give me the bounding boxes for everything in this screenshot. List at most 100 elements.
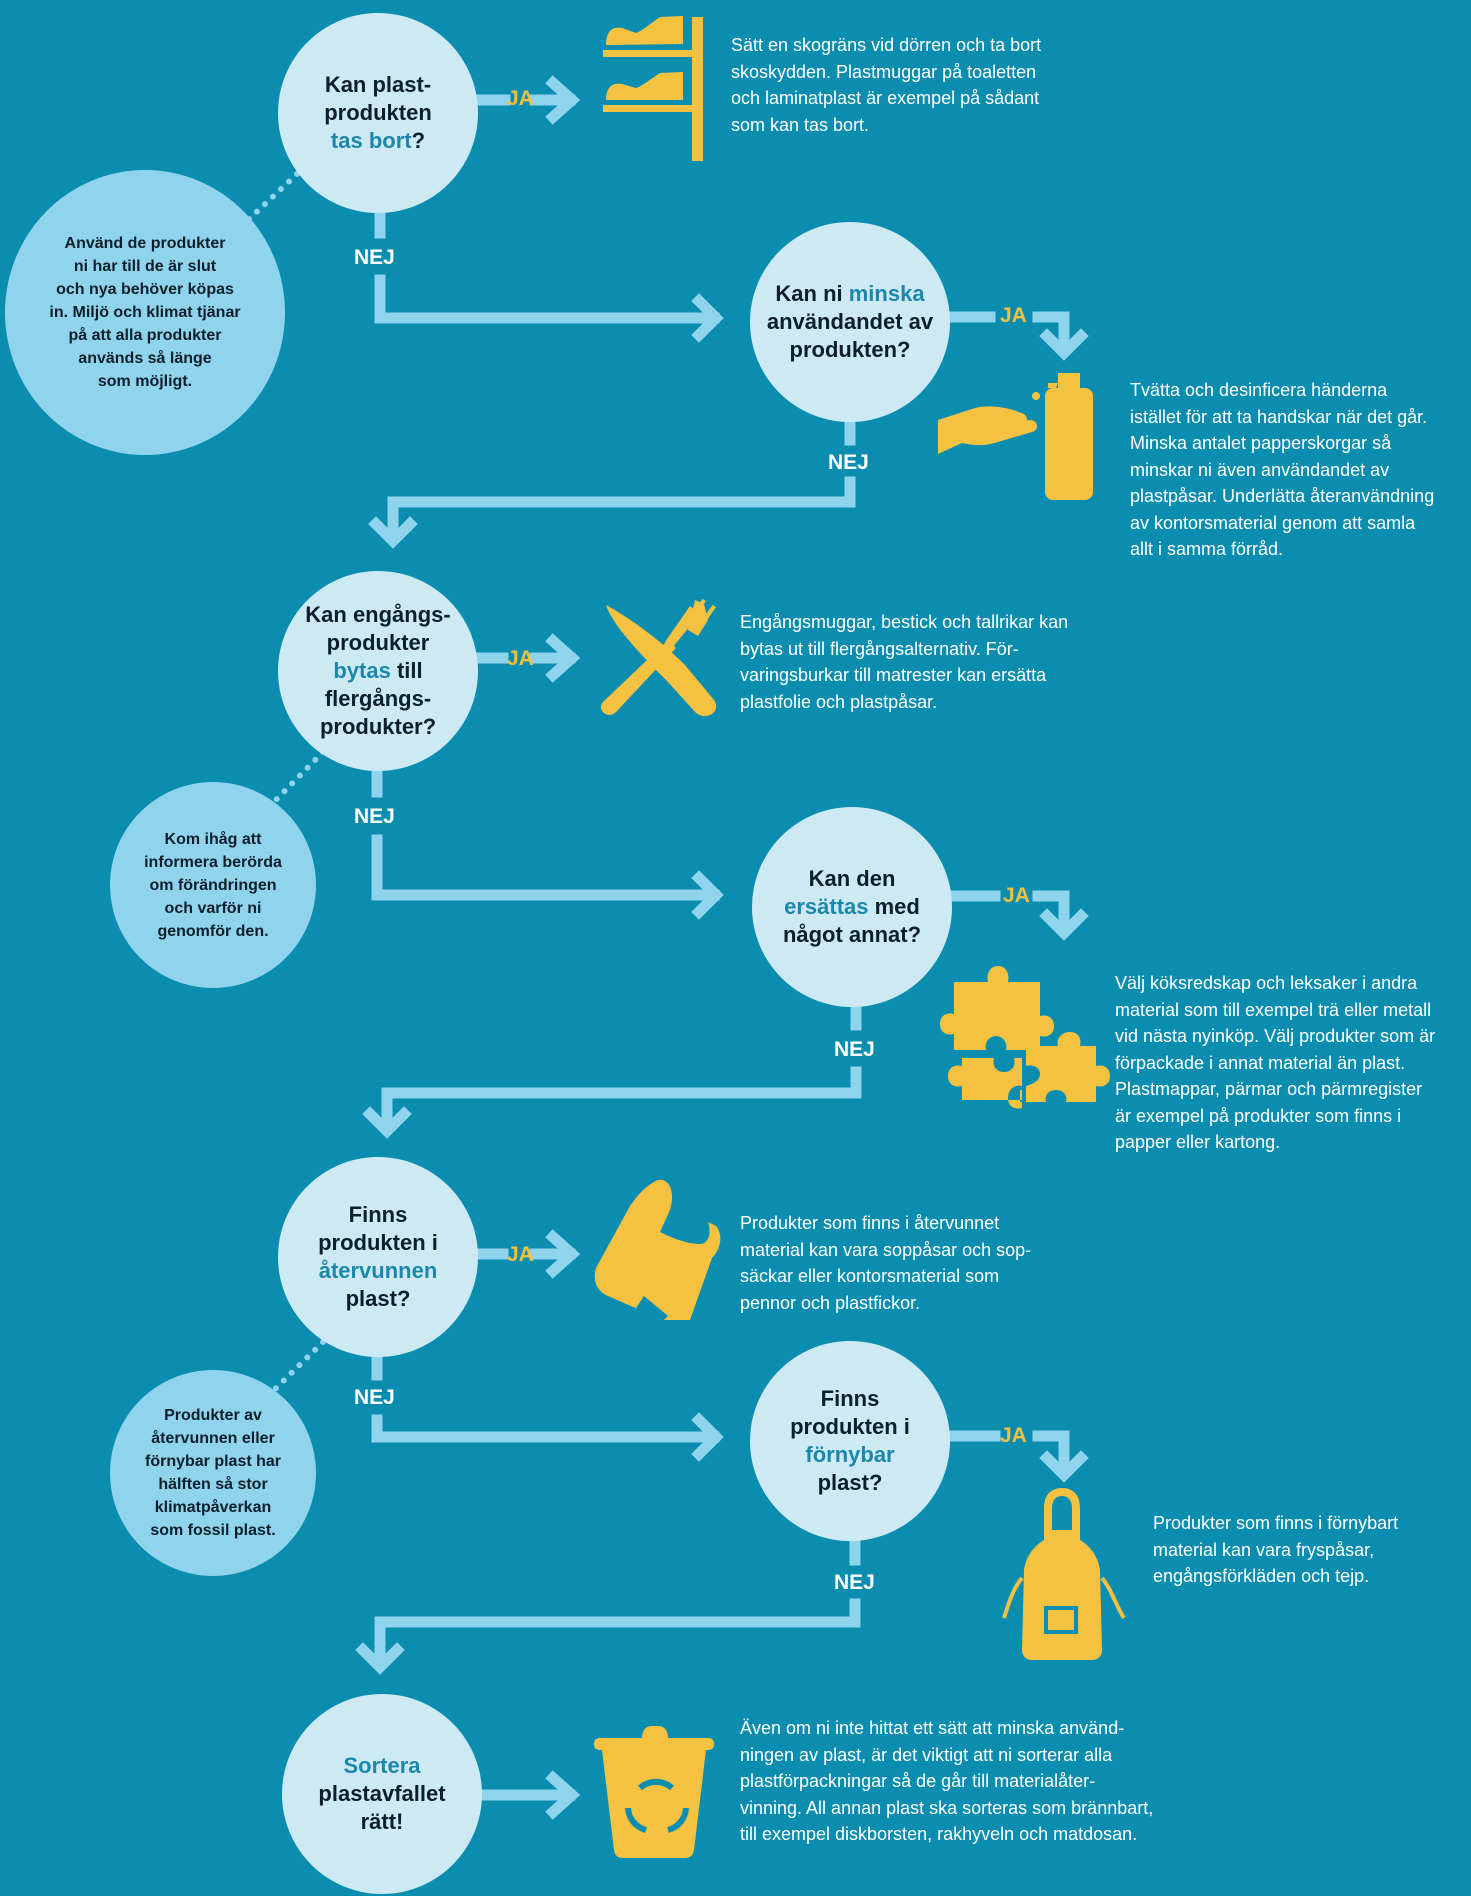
tip3-line: hälften så stor <box>158 1476 268 1493</box>
tip1-line: ni har till de är slut <box>73 258 217 275</box>
q1-highlight: tas bort <box>330 128 412 153</box>
desc7-line: Även om ni inte hittat ett sätt att mins… <box>740 1718 1125 1738</box>
tip2-line: och varför ni <box>164 899 262 917</box>
no-label-q6: NEJ <box>834 1571 875 1594</box>
arrowhead-q3-no <box>691 870 724 920</box>
tip3-line: Produkter av <box>164 1407 262 1424</box>
puzzle-icon <box>940 966 1110 1109</box>
tip2-line: genomför den. <box>157 922 269 940</box>
yes-label-q6: JA <box>1000 1424 1027 1447</box>
desc4-line: vid nästa nyinköp. Välj produkter som är <box>1115 1026 1436 1046</box>
connector-q1-no-b <box>374 274 720 324</box>
action-sort-waste: Sortera plastavfallet rätt! <box>282 1694 482 1894</box>
arrowhead-q6-yes <box>1039 1450 1089 1483</box>
connector-q5-no-b <box>371 1414 720 1443</box>
desc7-line: plastförpackningar så de går till materi… <box>740 1771 1096 1791</box>
desc2-line: allt i samma förråd. <box>1130 539 1284 559</box>
no-label-q5: NEJ <box>354 1386 395 1409</box>
question-renewable-plastic: Finns produkten i förnybar plast? <box>750 1341 950 1541</box>
no-label-q3: NEJ <box>354 805 395 828</box>
yes-label-q3: JA <box>507 647 534 670</box>
tip-inform-others: Kom ihåg att informera berörda om föränd… <box>110 782 316 988</box>
question-substitute: Kan den ersättas med något annat? <box>752 807 952 1007</box>
desc4-line: är exempel på produkter som finns i <box>1115 1105 1402 1126</box>
desc6-line: material kan vara fryspåsar, <box>1153 1539 1375 1560</box>
yes-label-q4: JA <box>1003 884 1030 907</box>
arrowhead-q7-action <box>545 1770 581 1820</box>
question-reduce-usage: Kan ni minska användandet av produkten? <box>750 222 950 422</box>
q2-highlight: minska <box>848 281 925 306</box>
plastic-bag-icon <box>594 1179 721 1324</box>
q4-before: Kan den <box>808 866 896 891</box>
tip1-line: används så länge <box>78 350 212 367</box>
q2-after: användandet av produkten? <box>766 309 934 362</box>
tip1-line: på att alla produkter <box>68 327 222 344</box>
question-recycled-plastic: Finns produkten i återvunnen plast? <box>278 1157 478 1357</box>
arrowhead-q3-yes <box>545 633 581 683</box>
connector-q2-no-b <box>387 476 856 544</box>
q1-highlight-line: tas bort? <box>331 127 425 155</box>
desc7-line: vinning. All annan plast ska sorteras so… <box>740 1797 1154 1818</box>
arrowhead-q5-no <box>691 1412 724 1462</box>
q7-after: plastavfallet rätt! <box>318 1781 446 1834</box>
shoe-rack-icon <box>603 16 703 161</box>
q3-before: Kan engångs- produkter <box>305 602 451 655</box>
yes-label-q2: JA <box>1000 304 1027 327</box>
q1-after: ? <box>411 128 426 153</box>
description-remove: Sätt en skogräns vid dörren och ta bort … <box>731 32 1041 138</box>
yes-label-q1: JA <box>507 87 534 110</box>
q2-before: Kan ni <box>775 281 849 306</box>
desc7-line: ningen av plast, är det viktigt att ni s… <box>740 1744 1113 1765</box>
desc4-line: förpackade i annat material än plast. <box>1115 1052 1406 1073</box>
description-substitute: Välj köksredskap och leksaker i andra ma… <box>1115 970 1435 1156</box>
desc4-line: Välj köksredskap och leksaker i andra <box>1115 973 1418 993</box>
arrowhead-q4-yes <box>1039 908 1089 941</box>
q5-highlight: återvunnen <box>318 1258 438 1283</box>
tip3-line: klimatpåverkan <box>154 1499 272 1516</box>
tip2-line: om förändringen <box>149 876 277 894</box>
arrowhead-q1-no <box>691 293 724 343</box>
tip1-line: och nya behöver köpas <box>56 281 234 298</box>
arrowhead-q5-yes <box>545 1229 581 1279</box>
q3-highlight: bytas <box>333 658 391 683</box>
apron-icon <box>1002 1488 1126 1660</box>
desc3-line: bytas ut till flergångsalternativ. För- <box>740 638 1019 659</box>
desc4-line: papper eller kartong. <box>1115 1132 1281 1152</box>
description-sort: Även om ni inte hittat ett sätt att mins… <box>740 1715 1153 1848</box>
question-remove-plastic: Kan plast- produkten tas bort? <box>278 13 478 213</box>
arrowhead-q4-no <box>362 1106 412 1139</box>
arrowhead-q2-no <box>368 516 418 549</box>
desc1-line: Sätt en skogräns vid dörren och ta bort <box>731 35 1042 55</box>
desc4-line: Plastmappar, pärmar och pärmregister <box>1115 1079 1423 1099</box>
q3-after: till flergångs- produkter? <box>319 658 437 739</box>
description-reduce: Tvätta och desinficera händerna istället… <box>1130 377 1434 563</box>
q5-before: Finns produkten i <box>318 1202 438 1255</box>
desc3-line: varingsburkar till matrester kan ersätta <box>740 665 1047 685</box>
tip1-line: som möjligt. <box>97 373 193 390</box>
connector-q2-yes-b <box>1032 311 1070 356</box>
description-recycled: Produkter som finns i återvunnet materia… <box>740 1210 1031 1316</box>
connector-q3-no-b <box>371 834 720 901</box>
no-label-q4: NEJ <box>834 1038 875 1061</box>
desc1-line: och laminatplast är exempel på sådant <box>731 88 1040 108</box>
question-replace-disposable: Kan engångs- produkter bytas till flergå… <box>278 571 478 771</box>
q6-highlight: förnybar <box>805 1442 895 1467</box>
desc2-line: minskar ni även användandet av <box>1130 459 1390 480</box>
desc5-line: material kan vara soppåsar och sop- <box>740 1239 1032 1260</box>
q5-after: plast? <box>345 1286 411 1311</box>
q7-highlight: Sortera <box>343 1753 421 1778</box>
desc5-line: Produkter som finns i återvunnet <box>740 1213 1000 1233</box>
no-label-q2: NEJ <box>828 451 869 474</box>
desc6-line: engångsförkläden och tejp. <box>1153 1566 1370 1586</box>
desc2-line: Minska antalet papperskorgar så <box>1130 433 1392 453</box>
desc4-line: material som till exempel trä eller meta… <box>1115 999 1432 1020</box>
desc7-line: till exempel diskborsten, rakhyveln och … <box>740 1824 1138 1844</box>
q1-before: Kan plast- produkten <box>324 72 432 125</box>
desc2-line: av kontorsmaterial genom att samla <box>1130 512 1416 533</box>
arrowhead-q6-no <box>355 1642 405 1675</box>
tip-climate-impact: Produkter av återvunnen eller förnybar p… <box>110 1370 316 1576</box>
connector-q4-no-b <box>381 1066 862 1134</box>
desc5-line: pennor och plastfickor. <box>740 1292 921 1313</box>
